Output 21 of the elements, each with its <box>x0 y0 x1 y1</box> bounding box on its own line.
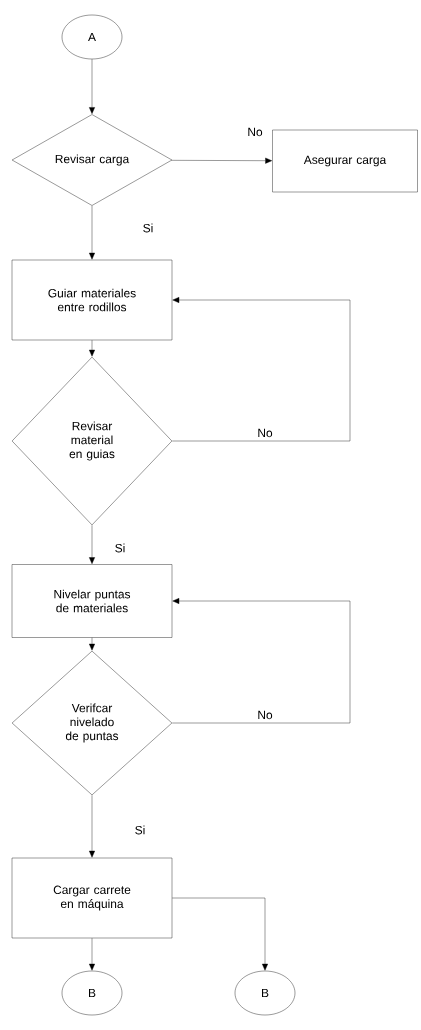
edge-label: Si <box>133 824 147 836</box>
process-box: Nivelar puntas de materiales <box>11 564 173 638</box>
edge-label: No <box>246 126 264 138</box>
arrow <box>89 795 95 858</box>
arrow <box>172 297 351 442</box>
edge-label: Si <box>141 222 155 234</box>
arrow <box>89 637 95 651</box>
edge-label: No <box>256 709 274 721</box>
arrow <box>89 340 95 357</box>
process-box: Guiar materiales entre rodillos <box>11 259 173 341</box>
arrow <box>89 59 95 114</box>
arrow <box>89 205 95 260</box>
edge-label: Si <box>113 542 127 554</box>
arrow <box>89 525 95 564</box>
arrow <box>89 938 95 971</box>
arrow <box>172 598 351 724</box>
edge-label: No <box>256 427 274 439</box>
process-box: Asegurar carga <box>272 129 418 193</box>
arrow <box>171 157 272 164</box>
arrow <box>172 897 268 971</box>
process-box: Cargar carrete en máquina <box>11 857 173 939</box>
